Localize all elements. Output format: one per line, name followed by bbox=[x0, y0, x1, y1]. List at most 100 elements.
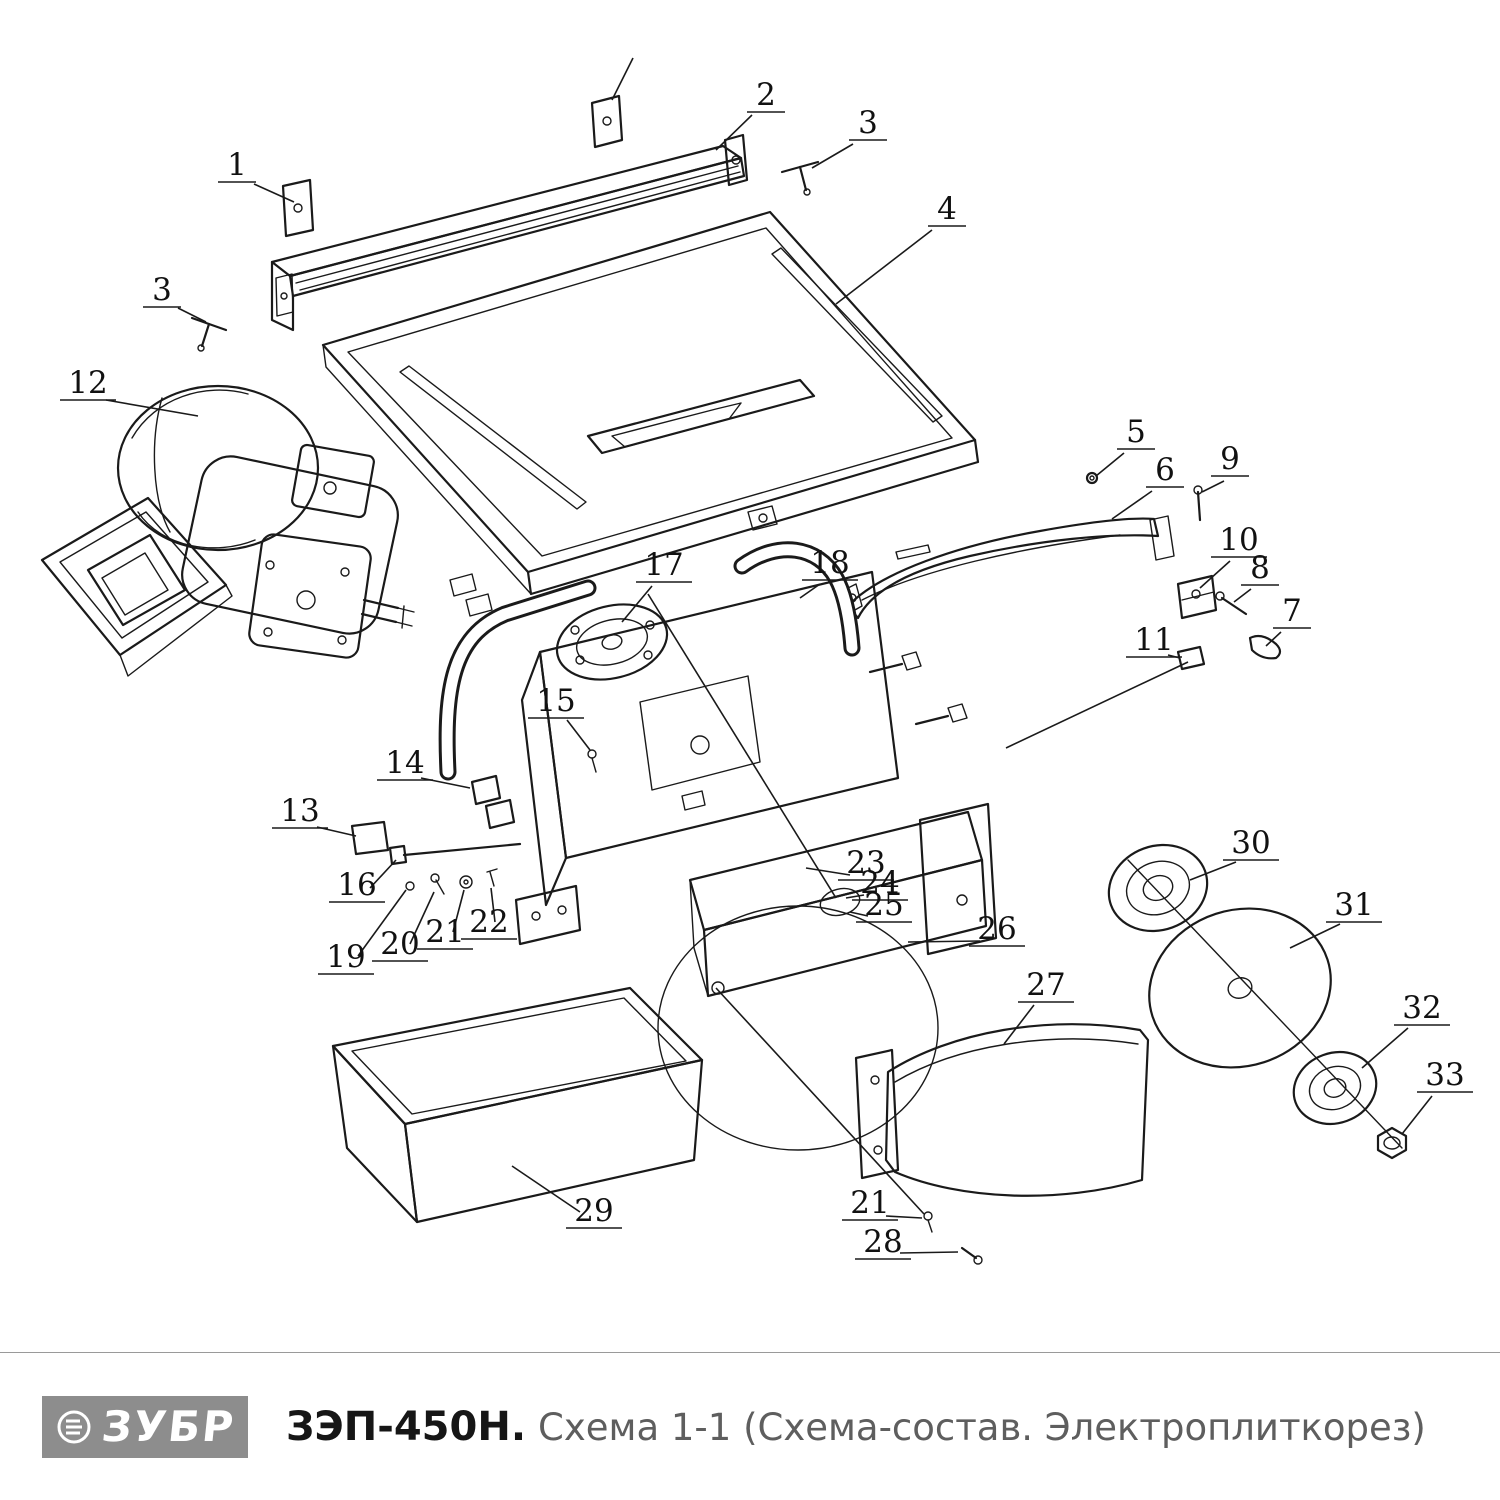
leader-line bbox=[811, 143, 854, 169]
callout-number: 15 bbox=[536, 683, 575, 719]
callout-25: 25 bbox=[849, 887, 912, 923]
blade-guard-top bbox=[839, 471, 1282, 671]
zubr-logo-icon bbox=[57, 1410, 91, 1443]
callout-7: 7 bbox=[1265, 593, 1311, 647]
leader-line bbox=[357, 889, 407, 957]
callout-22: 22 bbox=[461, 887, 517, 940]
callout-number: 21 bbox=[425, 914, 464, 950]
callout-9: 9 bbox=[1201, 441, 1249, 493]
callout-31: 31 bbox=[1289, 887, 1382, 949]
callout-number: 20 bbox=[380, 926, 419, 962]
leader-line bbox=[1201, 480, 1225, 493]
t-bolt-right bbox=[780, 160, 820, 196]
brand-name: ЗУБР bbox=[99, 1401, 239, 1451]
callout-number: 9 bbox=[1220, 441, 1240, 477]
leader-line bbox=[490, 887, 496, 923]
callout-12: 12 bbox=[60, 365, 199, 417]
callout-14: 14 bbox=[377, 745, 471, 789]
callout-11: 11 bbox=[1126, 622, 1182, 659]
callout-28: 28 bbox=[855, 1224, 959, 1260]
leader-line bbox=[1189, 861, 1237, 881]
leader-line bbox=[1289, 923, 1341, 949]
callout-26: 26 bbox=[907, 911, 1025, 947]
callout-number: 13 bbox=[280, 793, 319, 829]
callout-number: 31 bbox=[1334, 887, 1373, 923]
leader-line bbox=[1111, 490, 1153, 520]
callout-number: 1 bbox=[227, 147, 247, 183]
callout-number: 12 bbox=[68, 365, 107, 401]
callout-29: 29 bbox=[511, 1165, 622, 1229]
callout-23: 23 bbox=[805, 845, 894, 881]
frame bbox=[350, 541, 998, 1151]
callout-number: 8 bbox=[1250, 550, 1270, 586]
callout-15: 15 bbox=[528, 683, 591, 751]
callout-3: 3 bbox=[811, 105, 887, 169]
callout-33: 33 bbox=[1401, 1057, 1473, 1135]
leader-line bbox=[369, 859, 397, 889]
callout-5: 5 bbox=[1095, 414, 1155, 477]
callout-number: 24 bbox=[860, 865, 899, 901]
callout-17: 17 bbox=[621, 547, 692, 623]
leader-line bbox=[1361, 1027, 1409, 1069]
leader-line bbox=[715, 114, 753, 151]
fence-rail bbox=[270, 57, 749, 332]
leader-line bbox=[845, 894, 865, 899]
leader-line bbox=[566, 719, 591, 751]
motor-assembly bbox=[40, 384, 415, 677]
callout-number: 7 bbox=[1282, 593, 1302, 629]
footer: ЗУБР ЗЭП-450Н.Схема 1-1 (Схема-состав. Э… bbox=[0, 1352, 1500, 1500]
callout-18: 18 bbox=[799, 545, 858, 599]
callout-number: 22 bbox=[469, 904, 508, 940]
callout-number: 5 bbox=[1126, 414, 1146, 450]
callout-number: 4 bbox=[937, 191, 957, 227]
callout-number: 3 bbox=[152, 272, 172, 308]
callout-21: 21 bbox=[417, 889, 473, 950]
callout-8: 8 bbox=[1233, 550, 1279, 603]
callout-number: 16 bbox=[337, 867, 376, 903]
leader-line bbox=[452, 889, 465, 933]
water-tray bbox=[331, 986, 704, 1224]
leader-line bbox=[1265, 631, 1282, 647]
callout-number: 6 bbox=[1155, 452, 1175, 488]
callout-number: 32 bbox=[1402, 990, 1441, 1026]
callout-16: 16 bbox=[329, 859, 397, 903]
caption-subtitle: Схема 1-1 (Схема-состав. Электроплиткоре… bbox=[538, 1405, 1426, 1449]
callout-number: 2 bbox=[756, 77, 776, 113]
leader-line bbox=[835, 229, 933, 305]
t-bolt-left bbox=[190, 316, 228, 352]
callout-number: 23 bbox=[846, 845, 885, 881]
callout-1: 1 bbox=[218, 147, 295, 203]
callout-number: 33 bbox=[1425, 1057, 1464, 1093]
callout-number: 11 bbox=[1134, 622, 1173, 658]
callout-number: 10 bbox=[1219, 522, 1258, 558]
callout-number: 30 bbox=[1231, 825, 1270, 861]
leader-line bbox=[409, 891, 435, 945]
callout-20: 20 bbox=[372, 891, 435, 962]
leader-line bbox=[885, 1215, 923, 1219]
auxiliary-lines bbox=[647, 593, 1189, 1215]
callout-6: 6 bbox=[1111, 452, 1184, 520]
callout-21: 21 bbox=[842, 1185, 923, 1221]
callout-2: 2 bbox=[715, 77, 785, 151]
leader-line bbox=[511, 1165, 581, 1213]
callout-number: 17 bbox=[644, 547, 683, 583]
callout-3: 3 bbox=[143, 272, 207, 323]
callout-24: 24 bbox=[845, 865, 908, 901]
callout-10: 10 bbox=[1199, 522, 1267, 589]
callout-13: 13 bbox=[272, 793, 357, 837]
table-top bbox=[321, 210, 980, 617]
diagram-caption: ЗЭП-450Н.Схема 1-1 (Схема-состав. Электр… bbox=[286, 1404, 1426, 1450]
callout-number: 29 bbox=[574, 1193, 613, 1229]
leader-line bbox=[1003, 1004, 1035, 1045]
blade-assembly bbox=[1107, 843, 1408, 1160]
callout-4: 4 bbox=[835, 191, 966, 305]
leader-line bbox=[105, 399, 199, 417]
leader-line bbox=[907, 940, 981, 943]
leader-line bbox=[799, 583, 821, 599]
leader-line bbox=[1233, 588, 1252, 603]
callout-number: 3 bbox=[858, 105, 878, 141]
callout-30: 30 bbox=[1189, 825, 1279, 881]
